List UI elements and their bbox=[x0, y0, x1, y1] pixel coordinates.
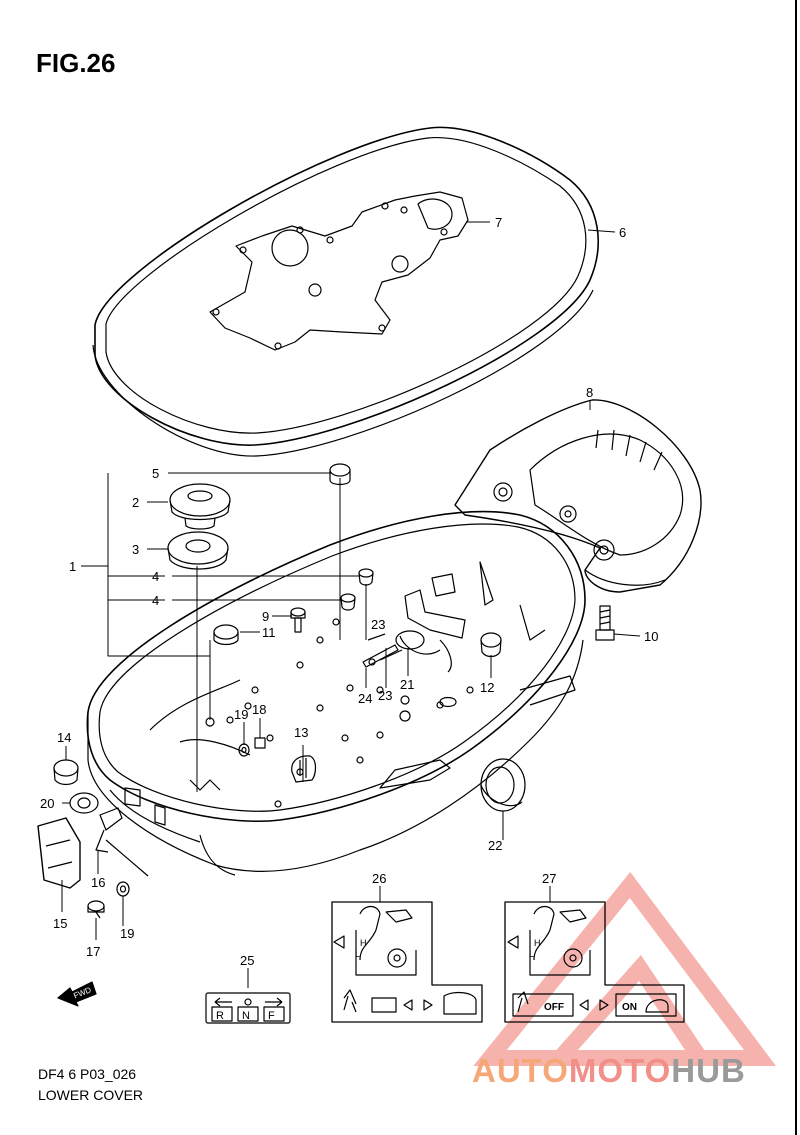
callout-5: 5 bbox=[152, 466, 159, 481]
callout-20: 20 bbox=[40, 796, 54, 811]
callout-6: 6 bbox=[619, 225, 626, 240]
screw-part-9 bbox=[290, 607, 306, 633]
level-h-26: H bbox=[360, 938, 367, 948]
callout-7: 7 bbox=[495, 215, 502, 230]
handle-part-8 bbox=[454, 399, 702, 593]
callout-27: 27 bbox=[542, 871, 556, 886]
level-l-27: L bbox=[529, 949, 534, 959]
gasket-part-7 bbox=[209, 191, 469, 351]
callout-21: 21 bbox=[400, 677, 414, 692]
callout-1: 1 bbox=[69, 559, 76, 574]
on-label: ON bbox=[622, 1002, 637, 1013]
screw-part-17 bbox=[87, 900, 105, 919]
lower-cover-part-1 bbox=[86, 510, 586, 876]
callout-4b: 4 bbox=[152, 593, 159, 608]
grommet-part-3 bbox=[167, 531, 229, 570]
callout-17: 17 bbox=[86, 944, 100, 959]
seal-ring-part-6 bbox=[92, 126, 599, 457]
callout-24: 24 bbox=[358, 691, 372, 706]
decal-part-26 bbox=[331, 901, 483, 1023]
watermark-text: AUTOMOTOHUB bbox=[472, 1052, 746, 1090]
figure-code: DF4 6 P03_026 bbox=[38, 1066, 137, 1082]
callout-25: 25 bbox=[240, 953, 254, 968]
callout-19a: 19 bbox=[234, 707, 248, 722]
figure-caption: LOWER COVER bbox=[38, 1087, 144, 1103]
callout-26: 26 bbox=[372, 871, 386, 886]
grommet-part-20 bbox=[69, 792, 99, 814]
decal-part-25 bbox=[205, 992, 291, 1024]
bolt-part-10 bbox=[595, 605, 615, 641]
callout-16: 16 bbox=[91, 875, 105, 890]
watermark-triangle bbox=[473, 871, 777, 1066]
cover-part-15 bbox=[37, 817, 81, 889]
figure-title: FIG.26 bbox=[36, 48, 116, 78]
washer-part-19-b bbox=[116, 881, 130, 897]
grommet-part-11 bbox=[213, 624, 239, 646]
gear-n: N bbox=[242, 1010, 250, 1022]
callout-22: 22 bbox=[488, 838, 502, 853]
plug-part-4-a bbox=[358, 568, 374, 586]
callout-19b: 19 bbox=[120, 926, 134, 941]
knob-part-13 bbox=[291, 755, 317, 783]
gear-f: F bbox=[268, 1010, 275, 1022]
callout-18: 18 bbox=[252, 702, 266, 717]
level-h-27: H bbox=[534, 938, 541, 948]
gear-r: R bbox=[216, 1010, 224, 1022]
callout-15: 15 bbox=[53, 916, 67, 931]
decal-part-27 bbox=[504, 901, 685, 1023]
callout-11: 11 bbox=[262, 625, 276, 640]
tie-part-23 bbox=[367, 633, 403, 661]
watermark-part2: MOTO bbox=[568, 1052, 672, 1089]
callout-2: 2 bbox=[132, 495, 139, 510]
callout-23b: 23 bbox=[378, 688, 392, 703]
callout-13: 13 bbox=[294, 725, 308, 740]
callout-12: 12 bbox=[480, 680, 494, 695]
callout-8: 8 bbox=[586, 385, 593, 400]
nut-part-18 bbox=[254, 737, 266, 749]
callout-14: 14 bbox=[57, 730, 71, 745]
callout-4a: 4 bbox=[152, 569, 159, 584]
callout-9: 9 bbox=[262, 609, 269, 624]
watermark-part3: HUB bbox=[671, 1052, 746, 1089]
leader-lines bbox=[61, 221, 641, 988]
callout-10: 10 bbox=[644, 629, 658, 644]
cap-part-12 bbox=[480, 632, 502, 658]
off-label: OFF bbox=[544, 1002, 564, 1013]
level-l-26: L bbox=[355, 949, 360, 959]
grommet-part-2 bbox=[169, 483, 231, 530]
plug-part-14 bbox=[53, 759, 79, 786]
clip-part-24 bbox=[362, 644, 399, 668]
grommet-part-22 bbox=[480, 758, 526, 812]
plug-part-4-b bbox=[340, 593, 356, 611]
watermark-part1: AUTO bbox=[472, 1052, 569, 1089]
lever-part-16 bbox=[95, 807, 149, 877]
fwd-arrow-icon bbox=[57, 981, 97, 1007]
callout-23a: 23 bbox=[371, 617, 385, 632]
bracket-part-21 bbox=[395, 573, 466, 673]
callout-3: 3 bbox=[132, 542, 139, 557]
